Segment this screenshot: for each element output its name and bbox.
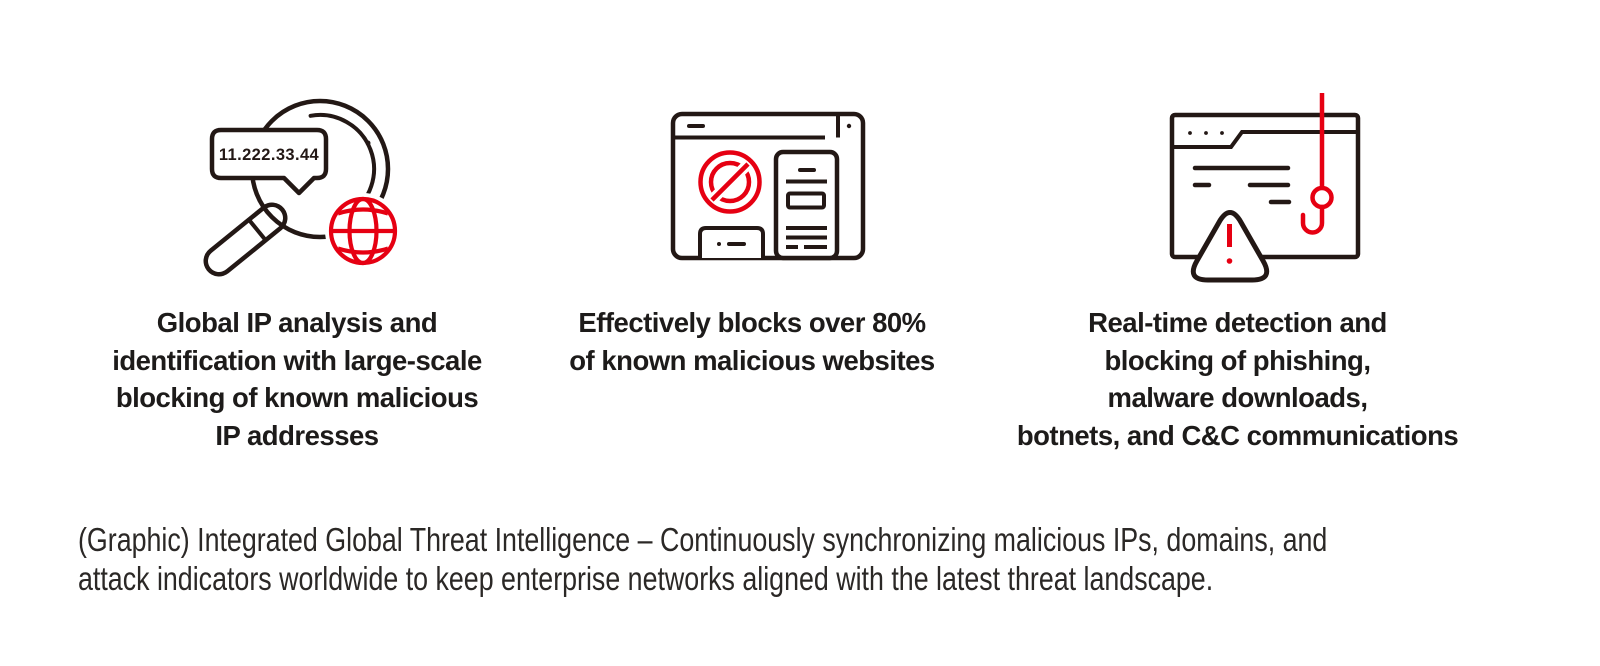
titlebar-corner-dot	[846, 123, 852, 129]
caption-line: Real-time detection and	[1088, 307, 1387, 338]
feature-caption-realtime-detection: Real-time detection and blocking of phis…	[955, 304, 1520, 454]
browser-window	[670, 111, 866, 261]
caption-line: of known malicious websites	[569, 344, 935, 376]
figure-caption-line: attack indicators worldwide to keep ente…	[78, 560, 1214, 598]
caption-line: blocking of known malicious	[115, 382, 479, 413]
sidebar-button	[786, 191, 826, 210]
folder-window	[1169, 112, 1361, 260]
exclamation-dot	[1226, 258, 1233, 264]
ip-speech-bubble: 11.222.33.44	[209, 127, 329, 196]
lens-dot	[365, 140, 371, 146]
caption-line: malware downloads,	[1107, 382, 1368, 413]
caption-line: botnets, and C&C communications	[1016, 419, 1459, 451]
blocked-sign-icon	[698, 150, 762, 214]
globe-icon	[325, 193, 401, 269]
caption-line: Global IP analysis and	[156, 307, 438, 338]
figure-caption-line: (Graphic) Integrated Global Threat Intel…	[78, 522, 1328, 559]
fishing-hook-icon	[1300, 93, 1334, 235]
ip-search-magnifier-icon: 11.222.33.44	[203, 98, 401, 277]
caption-line: IP addresses	[215, 419, 379, 451]
ip-address-label: 11.222.33.44	[219, 146, 320, 164]
feature-caption-blocks-websites: Effectively blocks over 80% of known mal…	[502, 304, 1002, 379]
blocked-website-browser-icon	[670, 111, 866, 261]
document-text-lines	[1192, 165, 1292, 205]
status-bar-box	[698, 226, 765, 258]
caption-line: blocking of phishing,	[1104, 344, 1371, 376]
caption-line: identification with large-scale	[112, 344, 482, 376]
phishing-hook-warning-icon	[1169, 93, 1361, 283]
handle-ferrule-line	[248, 219, 267, 241]
feature-caption-ip-analysis: Global IP analysis and identification wi…	[47, 304, 547, 454]
figure-caption: (Graphic) Integrated Global Threat Intel…	[78, 522, 1327, 599]
sidebar-panel	[773, 149, 840, 261]
caption-line: Effectively blocks over 80%	[578, 307, 926, 338]
folder-tab-line	[1172, 130, 1358, 149]
warning-triangle-icon	[1190, 210, 1270, 283]
